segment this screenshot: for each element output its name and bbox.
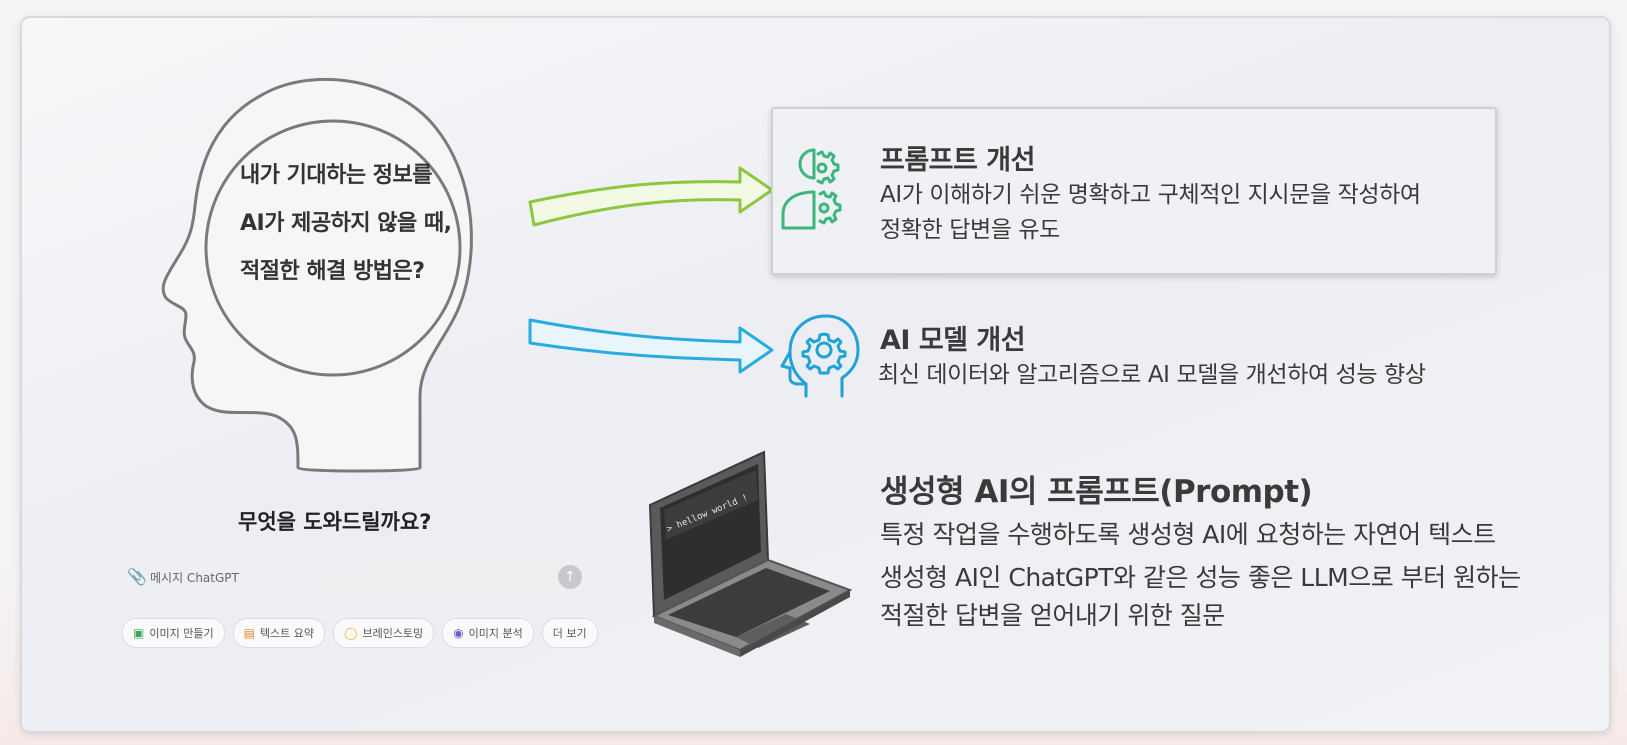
chip-more[interactable]: 더 보기 bbox=[541, 618, 598, 648]
prompt-improve-title: 프롬프트 개선 bbox=[880, 145, 1035, 176]
chip-label: 텍스트 요약 bbox=[259, 627, 315, 640]
person-gear-icon bbox=[781, 148, 842, 230]
chip-image-analysis[interactable]: ◉ 이미지 분석 bbox=[442, 618, 534, 648]
suggestion-chips: ▣ 이미지 만들기 ▤ 텍스트 요약 ◯ 브레인스토밍 ◉ 이미지 분석 더 보… bbox=[122, 618, 598, 648]
chip-text-summary[interactable]: ▤ 텍스트 요약 bbox=[232, 618, 326, 648]
send-arrow-icon[interactable]: ↑ bbox=[558, 565, 582, 589]
definition-title: 생성형 AI의 프롬프트(Prompt) bbox=[880, 474, 1313, 510]
paperclip-icon[interactable]: 📎 bbox=[127, 567, 147, 586]
chip-label: 브레인스토밍 bbox=[362, 627, 424, 640]
chat-input-bar[interactable]: 📎 메시지 ChatGPT ↑ bbox=[118, 558, 590, 596]
blue-arrow bbox=[528, 318, 774, 374]
definition-line: 적절한 답변을 얻어내기 위한 질문 bbox=[880, 601, 1225, 630]
image-icon: ▣ bbox=[133, 626, 145, 640]
chip-image-create[interactable]: ▣ 이미지 만들기 bbox=[122, 618, 225, 648]
head-line: 내가 기대하는 정보를 bbox=[240, 163, 432, 188]
chip-label: 더 보기 bbox=[552, 627, 587, 640]
eye-icon: ◉ bbox=[453, 626, 464, 640]
definition-line: 생성형 AI인 ChatGPT와 같은 성능 좋은 LLM으로 부터 원하는 bbox=[880, 563, 1521, 592]
prompt-improve-card bbox=[771, 107, 1497, 275]
head-line: 적절한 해결 방법은? bbox=[240, 259, 425, 284]
lightbulb-icon: ◯ bbox=[344, 626, 358, 640]
head-gear-icon bbox=[780, 314, 860, 398]
chip-label: 이미지 분석 bbox=[468, 627, 523, 640]
chip-label: 이미지 만들기 bbox=[149, 627, 214, 640]
chat-question: 무엇을 도와드릴까요? bbox=[238, 510, 432, 534]
document-icon: ▤ bbox=[243, 626, 255, 640]
chip-brainstorm[interactable]: ◯ 브레인스토밍 bbox=[333, 618, 435, 648]
desc-line: AI가 이해하기 쉬운 명확하고 구체적인 지시문을 작성하여 bbox=[880, 182, 1421, 208]
desc-line: 정확한 답변을 유도 bbox=[880, 217, 1060, 243]
head-line: AI가 제공하지 않을 때, bbox=[240, 211, 452, 236]
chat-input-placeholder[interactable]: 메시지 ChatGPT bbox=[150, 571, 239, 585]
laptop-illustration: > hellow world ! bbox=[648, 450, 853, 657]
thought-circle bbox=[204, 119, 462, 377]
green-arrow bbox=[528, 166, 774, 227]
model-improve-desc: 최신 데이터와 알고리즘으로 AI 모델을 개선하여 성능 향상 bbox=[878, 362, 1426, 388]
model-improve-title: AI 모델 개선 bbox=[880, 325, 1026, 356]
prompt-improve-desc: AI가 이해하기 쉬운 명확하고 구체적인 지시문을 작성하여 정확한 답변을 … bbox=[880, 178, 1480, 248]
head-question: 내가 기대하는 정보를 AI가 제공하지 않을 때, 적절한 해결 방법은? bbox=[240, 152, 470, 296]
definition-line: 특정 작업을 수행하도록 생성형 AI에 요청하는 자연어 텍스트 bbox=[880, 520, 1496, 549]
head-illustration bbox=[161, 77, 473, 473]
